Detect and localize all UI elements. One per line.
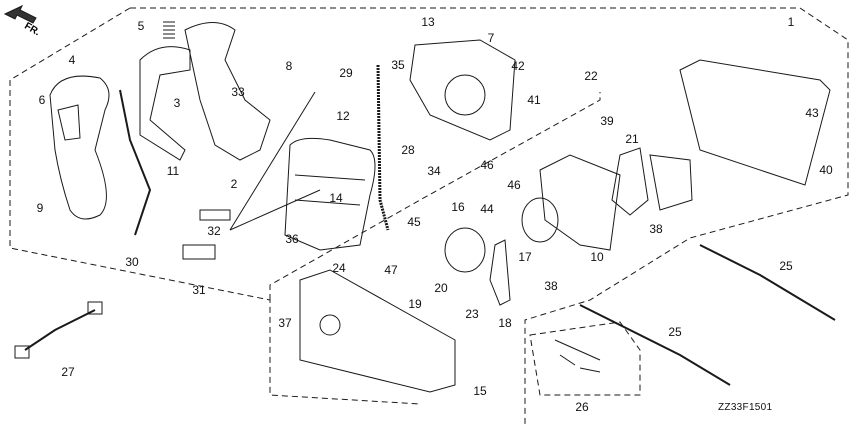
callout-38: 38 <box>649 222 663 236</box>
callout-10: 10 <box>590 250 604 264</box>
part-7-hub <box>444 74 486 116</box>
part-32-label <box>199 209 231 221</box>
callout-14: 14 <box>329 191 343 205</box>
callout-5: 5 <box>137 19 145 33</box>
main-group-boundary <box>9 7 849 424</box>
callout-15: 15 <box>473 384 487 398</box>
callout-1: 1 <box>787 15 795 29</box>
part-24-hole <box>319 314 341 336</box>
callout-19: 19 <box>408 297 422 311</box>
callout-43: 43 <box>805 106 819 120</box>
callout-12: 12 <box>336 109 350 123</box>
leader-line <box>229 189 321 231</box>
callout-9: 9 <box>36 201 44 215</box>
callout-46: 46 <box>480 158 494 172</box>
part-2-housing <box>184 22 271 161</box>
part-27-connector <box>87 301 103 315</box>
callout-45: 45 <box>407 215 421 229</box>
front-arrow-icon <box>3 4 37 24</box>
callout-42: 42 <box>511 59 525 73</box>
callout-29: 29 <box>339 66 353 80</box>
callout-34: 34 <box>427 164 441 178</box>
callout-23: 23 <box>465 307 479 321</box>
callout-39: 39 <box>600 114 614 128</box>
callout-27: 27 <box>61 365 75 379</box>
part-21b-bracket <box>649 154 693 211</box>
callout-25: 25 <box>779 259 793 273</box>
callout-25: 25 <box>668 325 682 339</box>
inner-group-boundary <box>269 92 601 300</box>
callout-44: 44 <box>480 202 494 216</box>
part-25-cable-upper <box>699 244 836 321</box>
callout-21: 21 <box>625 132 639 146</box>
part-30-wire <box>119 89 152 236</box>
callout-36: 36 <box>285 232 299 246</box>
part-14-detail <box>294 174 366 206</box>
callout-2: 2 <box>230 177 238 191</box>
callout-35: 35 <box>391 58 405 72</box>
callout-41: 41 <box>527 93 541 107</box>
callout-40: 40 <box>819 163 833 177</box>
part-26-kit <box>554 339 601 373</box>
callout-11: 11 <box>166 164 180 178</box>
drawing-code: ZZ33F1501 <box>718 402 773 413</box>
part-31-label <box>182 244 216 260</box>
callout-47: 47 <box>384 263 398 277</box>
callout-26: 26 <box>575 400 589 414</box>
callout-28: 28 <box>401 143 415 157</box>
callout-37: 37 <box>278 316 292 330</box>
part-18-lever <box>489 239 511 306</box>
callout-16: 16 <box>451 200 465 214</box>
callout-32: 32 <box>207 224 221 238</box>
part-7-plate <box>409 39 516 141</box>
callout-22: 22 <box>584 69 598 83</box>
part-29-spring <box>376 64 390 231</box>
callout-17: 17 <box>518 250 532 264</box>
callout-3: 3 <box>173 96 181 110</box>
part-10-plate <box>539 154 621 251</box>
part-4-grip <box>49 75 110 220</box>
callout-31: 31 <box>192 283 206 297</box>
callout-6: 6 <box>38 93 46 107</box>
part-17-drum <box>521 197 559 243</box>
callout-24: 24 <box>332 261 346 275</box>
part-25-cable-lower <box>579 304 731 386</box>
part-4-detail <box>57 104 81 141</box>
callout-38: 38 <box>544 279 558 293</box>
callout-18: 18 <box>498 316 512 330</box>
callout-7: 7 <box>487 31 495 45</box>
part-24-cover <box>299 269 456 393</box>
callout-8: 8 <box>285 59 293 73</box>
part-12-cover <box>284 137 376 251</box>
callout-30: 30 <box>125 255 139 269</box>
callout-33: 33 <box>231 85 245 99</box>
part-27-harness <box>24 309 96 351</box>
callout-20: 20 <box>434 281 448 295</box>
callout-4: 4 <box>68 53 76 67</box>
callout-13: 13 <box>421 15 435 29</box>
part-3-cover <box>139 46 191 161</box>
part-21-bracket <box>611 147 649 216</box>
cable-group-boundary <box>529 321 641 396</box>
part-16-gear <box>444 227 486 273</box>
part-27-connector <box>14 345 30 359</box>
part-1-plate <box>679 59 831 186</box>
part-5-spring <box>163 21 175 39</box>
callout-46: 46 <box>507 178 521 192</box>
leader-line <box>229 91 316 231</box>
